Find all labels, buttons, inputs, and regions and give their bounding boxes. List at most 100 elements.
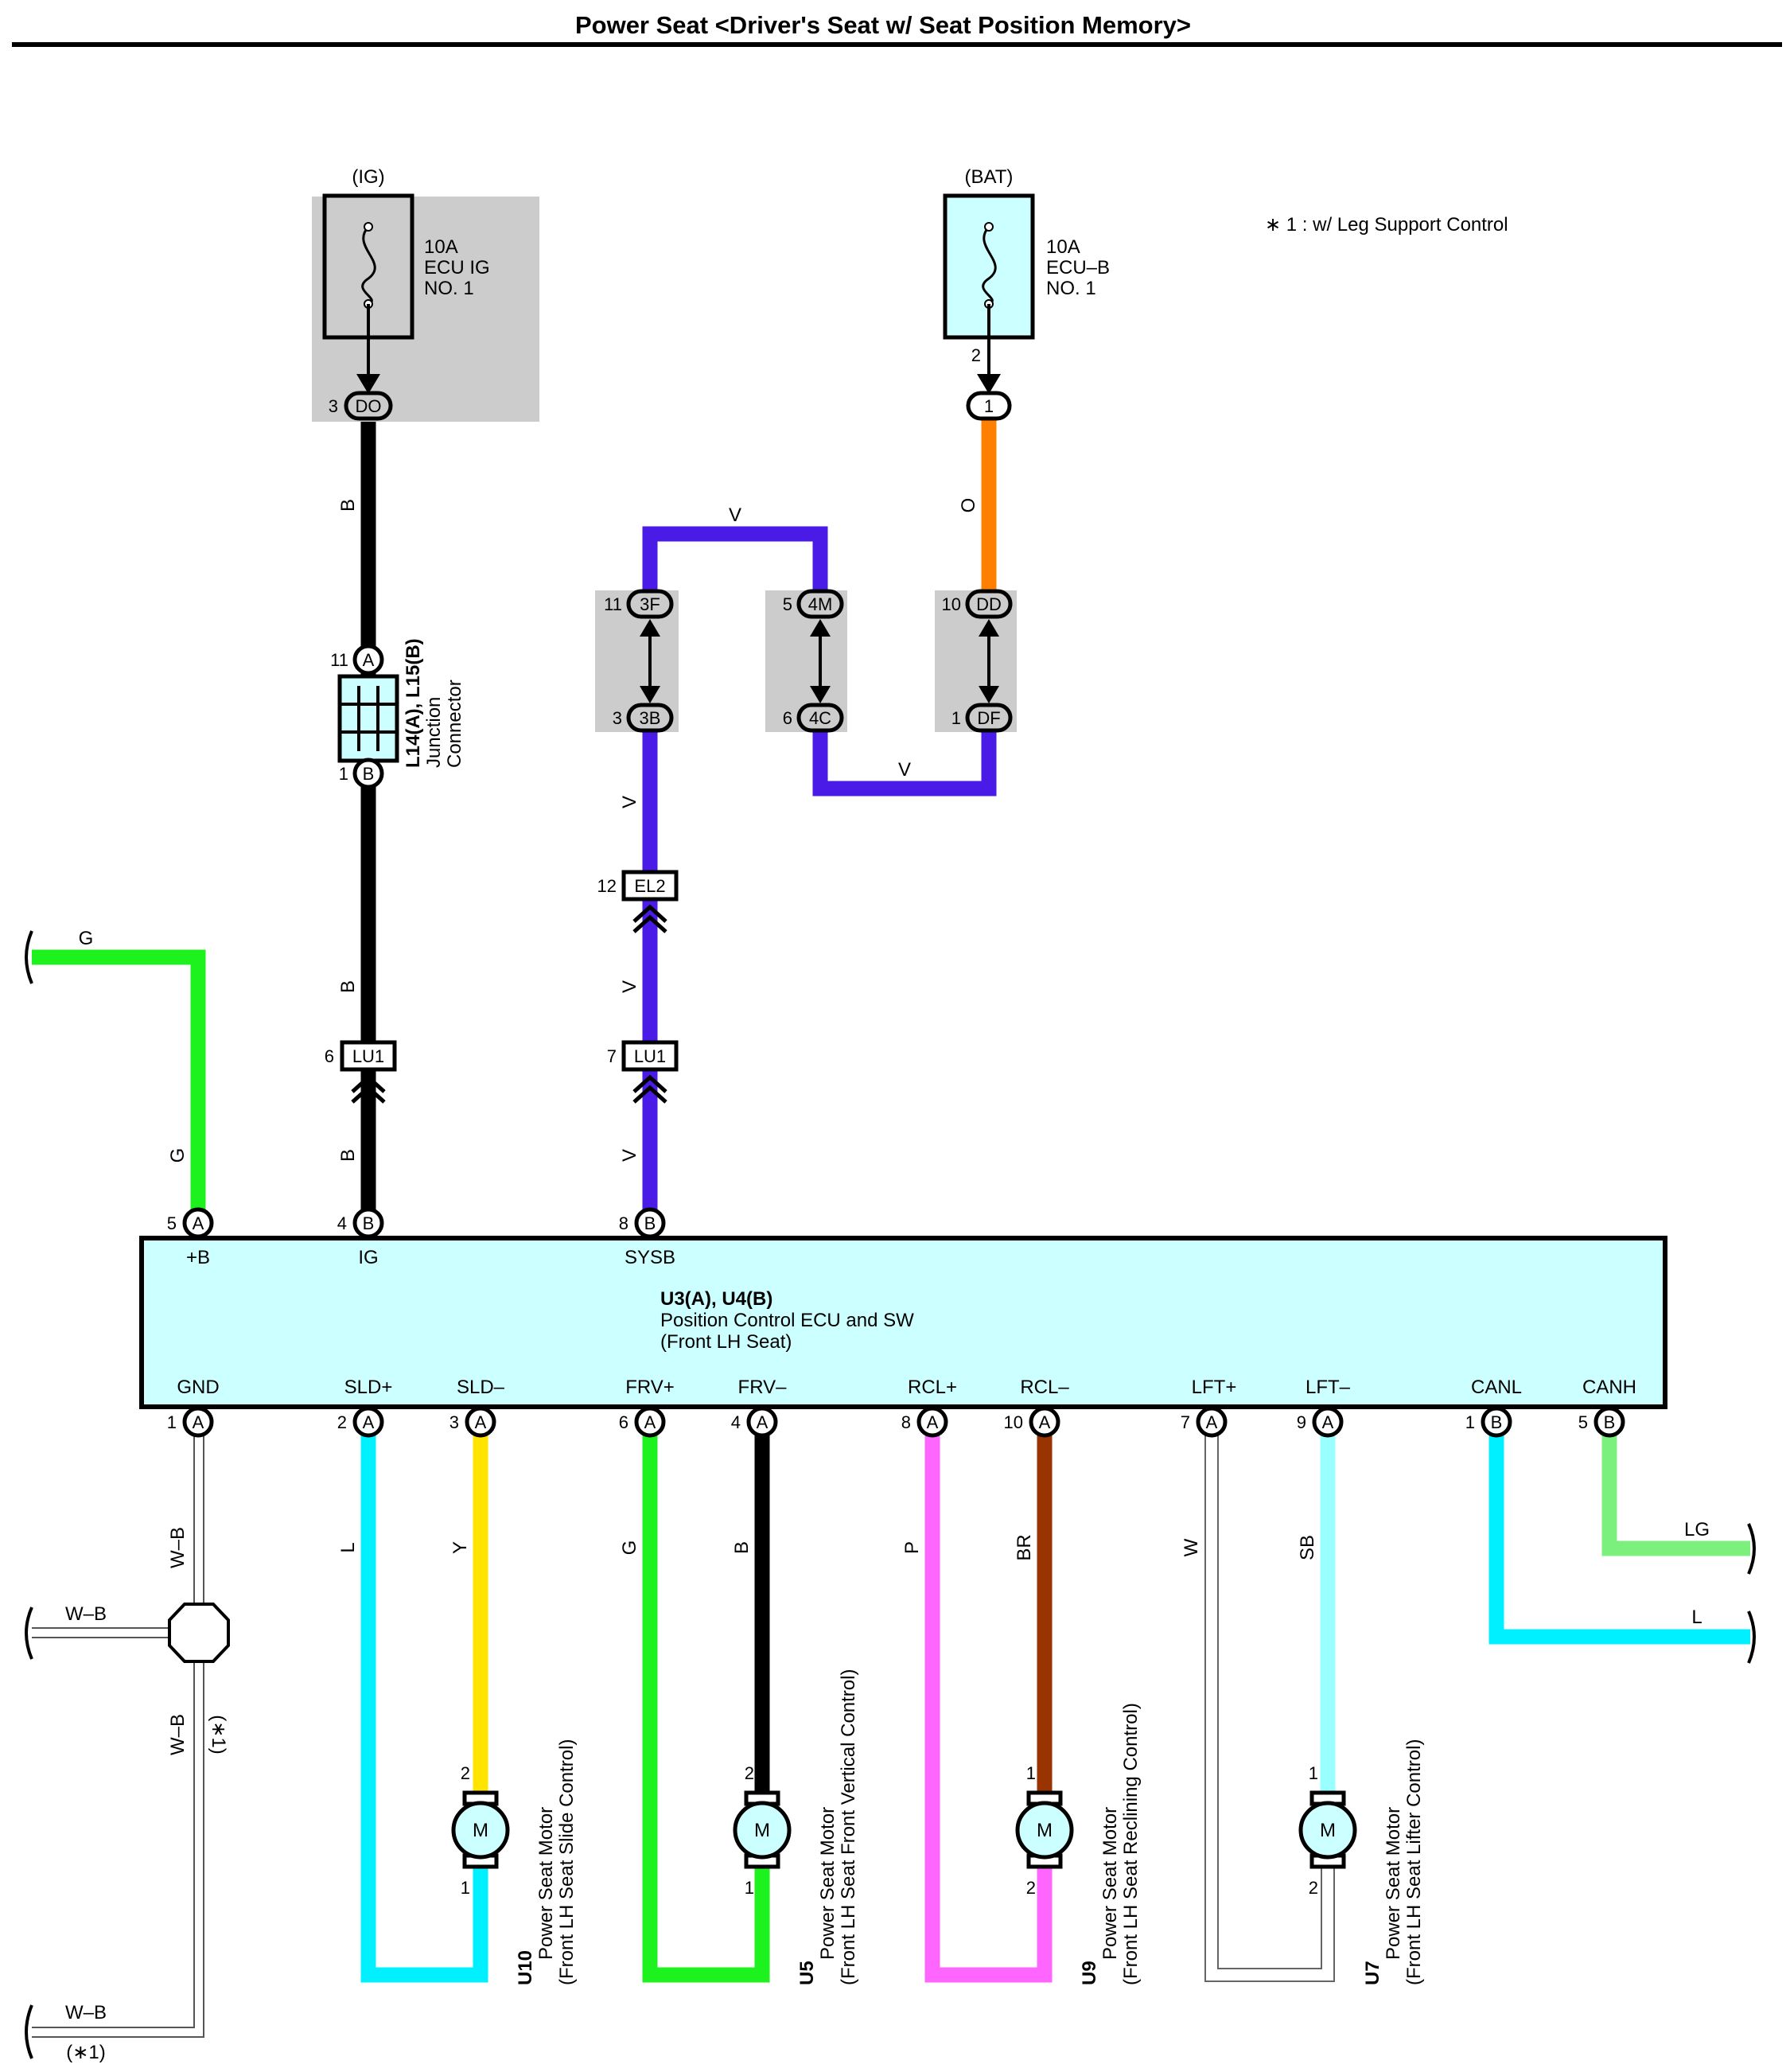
connector-4c-pin: 6 <box>783 708 792 728</box>
link-3f-3b-arrow-down <box>640 686 660 703</box>
ig-fuse-element <box>361 225 376 306</box>
svg-text:A: A <box>1039 1412 1051 1432</box>
connector-el2-code: EL2 <box>634 876 665 896</box>
svg-text:Power Seat Motor: Power Seat Motor <box>1099 1807 1121 1960</box>
connector-4c-code: 4C <box>809 708 831 728</box>
connector-dd-code: DD <box>976 594 1002 614</box>
ground-splice-point <box>168 1603 230 1663</box>
wire-label-wb4: W–B <box>65 2002 107 2023</box>
connector-lu1-ig <box>340 1040 397 1072</box>
ig-fuse-name2: NO. 1 <box>424 278 474 299</box>
svg-text:1: 1 <box>745 1878 754 1898</box>
wire-label-b2: B <box>337 980 359 993</box>
junction-pin-a-code: A <box>363 650 375 670</box>
wire-label-v1: V <box>619 796 640 808</box>
wire-label-sb: SB <box>1297 1535 1318 1560</box>
svg-text:A: A <box>193 1412 204 1432</box>
svg-text:4: 4 <box>337 1213 347 1233</box>
svg-text:1: 1 <box>1309 1763 1318 1783</box>
connector-do-code: DO <box>356 396 382 416</box>
svg-text:M: M <box>473 1820 488 1841</box>
junction-pin-b-code: B <box>363 764 375 784</box>
connector-bat1 <box>966 391 1012 421</box>
svg-text:3: 3 <box>449 1412 459 1432</box>
wire-break-marks <box>25 930 1756 2059</box>
connector-el2-chevron <box>632 904 667 933</box>
link-3f-3b-arrow-up <box>640 619 660 637</box>
svg-text:4: 4 <box>731 1412 741 1432</box>
svg-text:(Front LH Seat Front Vertical: (Front LH Seat Front Vertical Control) <box>838 1669 859 1985</box>
bat-fuse-name2: NO. 1 <box>1046 278 1096 299</box>
ecu-bottom-pin-rcl-minus: RCL– A 10 <box>1004 1377 1069 1438</box>
connector-4c <box>796 703 844 733</box>
svg-text:1: 1 <box>1465 1412 1475 1432</box>
junction-pin-a-num: 11 <box>330 650 348 670</box>
ecu-bottom-pin-sld-plus: SLD+ A 2 <box>337 1377 392 1438</box>
svg-text:+B: +B <box>186 1247 210 1268</box>
connector-lu1-ig-code: LU1 <box>352 1046 384 1066</box>
wire-label-l-out: L <box>1691 1607 1702 1628</box>
bat-source-label: (BAT) <box>965 166 1014 188</box>
connector-lu1-sysb <box>621 1040 679 1072</box>
ecu-bottom-pin-sld-minus: SLD– A 3 <box>449 1377 505 1438</box>
footnote: ∗ 1 : w/ Leg Support Control <box>1265 214 1508 236</box>
ecu-top-pin-sysb: B 8 SYSB <box>619 1207 675 1268</box>
svg-text:A: A <box>757 1412 769 1432</box>
connector-do <box>344 391 393 421</box>
connector-3f-code: 3F <box>640 594 660 614</box>
motor-u7-label: U7 Power Seat Motor (Front LH Seat Lifte… <box>1362 1739 1425 1985</box>
junction-pin-a <box>352 644 384 676</box>
motor-u5-label: U5 Power Seat Motor (Front LH Seat Front… <box>796 1669 859 1985</box>
svg-text:8: 8 <box>619 1213 628 1233</box>
wire-label-y: Y <box>449 1541 471 1554</box>
ecu-body <box>139 1236 1667 1409</box>
svg-text:LFT+: LFT+ <box>1192 1377 1237 1398</box>
motor-u10: M 2 1 <box>451 1763 510 1898</box>
wire-p-recline <box>924 1432 1053 1983</box>
wire-label-w: W <box>1181 1538 1202 1556</box>
wire-label-br: BR <box>1014 1534 1035 1560</box>
junction-connector-body <box>337 674 399 763</box>
svg-text:GND: GND <box>177 1377 219 1398</box>
svg-text:10: 10 <box>1004 1412 1023 1432</box>
bat-fuse-arrow <box>977 374 1001 394</box>
bat-fuse-end-top <box>984 222 994 232</box>
wire-label-b: B <box>731 1541 753 1554</box>
connector-4m <box>796 589 844 619</box>
ig-source-label: (IG) <box>352 166 384 188</box>
link-4m-4c-arrow-up <box>810 619 831 637</box>
svg-text:2: 2 <box>1309 1878 1318 1898</box>
ecu-bottom-pin-rcl-plus: RCL+ A 8 <box>901 1377 957 1438</box>
svg-text:(Front LH Seat Reclining Contr: (Front LH Seat Reclining Control) <box>1120 1703 1142 1985</box>
svg-text:9: 9 <box>1297 1412 1306 1432</box>
svg-text:1: 1 <box>167 1412 177 1432</box>
junction-name2: Junction <box>423 697 445 768</box>
connector-dd-pin: 10 <box>942 594 961 614</box>
svg-text:2: 2 <box>1026 1878 1036 1898</box>
svg-text:M: M <box>754 1820 770 1841</box>
connector-3f-pin: 11 <box>604 594 622 614</box>
ig-fuse-end-top <box>364 222 373 232</box>
ig-fuse-name1: ECU IG <box>424 257 490 278</box>
svg-text:U9: U9 <box>1079 1961 1100 1985</box>
link-4m-4c-arrow-down <box>810 686 831 703</box>
connector-lu1-sysb-pin: 7 <box>607 1046 617 1066</box>
svg-text:A: A <box>475 1412 487 1432</box>
wire-lg-canh <box>1601 1432 1750 1556</box>
wire-label-wb3: W–B <box>65 1603 107 1625</box>
svg-text:B: B <box>1491 1412 1503 1432</box>
svg-text:CANL: CANL <box>1471 1377 1522 1398</box>
connector-3b-code: 3B <box>640 708 661 728</box>
wire-label-wb1: W–B <box>167 1527 189 1568</box>
svg-text:Power Seat Motor: Power Seat Motor <box>817 1807 839 1960</box>
junction-pin-b-num: 1 <box>339 764 348 784</box>
ig-fuse-arrow <box>356 374 380 394</box>
wire-g-front <box>642 1432 770 1983</box>
svg-text:1: 1 <box>461 1878 470 1898</box>
ecu-name3: (Front LH Seat) <box>660 1331 792 1353</box>
ecu-bottom-pin-canl: CANL B 1 <box>1465 1377 1522 1438</box>
junction-connector-grid <box>340 686 397 751</box>
wire-label-v3: V <box>619 1149 640 1162</box>
svg-text:Power Seat Motor: Power Seat Motor <box>1383 1807 1404 1960</box>
connector-4m-pin: 5 <box>783 594 792 614</box>
